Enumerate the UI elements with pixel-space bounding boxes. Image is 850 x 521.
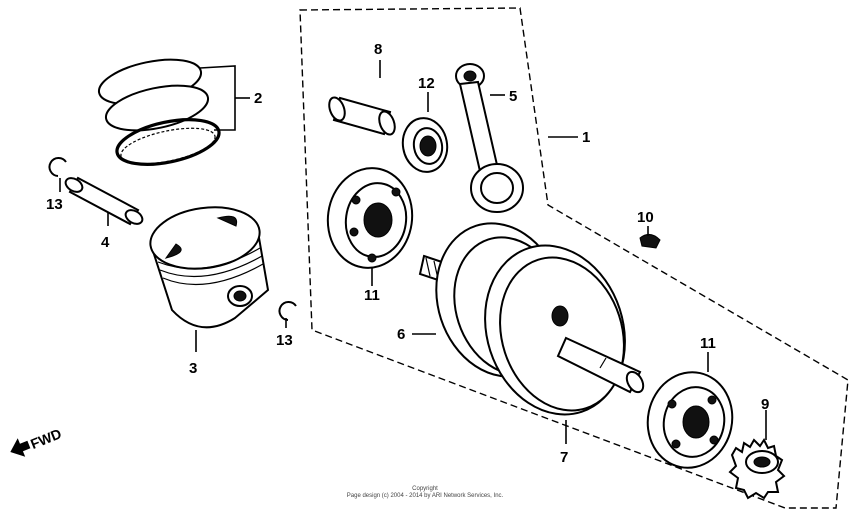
- callout-8: 8: [374, 41, 382, 58]
- forward-direction-indicator: FWD: [10, 425, 64, 457]
- callout-11-right: 11: [700, 335, 716, 352]
- callout-4: 4: [101, 234, 110, 251]
- leader-lines: [59, 60, 767, 444]
- needle-bearing: [401, 117, 449, 173]
- copyright-line-2: Page design (c) 2004 - 2014 by ARI Netwo…: [346, 493, 504, 499]
- ball-bearing-right: [646, 371, 734, 469]
- connecting-rod: [455, 63, 524, 213]
- forward-arrow-icon: [10, 438, 31, 457]
- piston-rings: [97, 58, 221, 166]
- crankshaft: [418, 222, 645, 416]
- ball-bearing-left: [326, 167, 414, 269]
- callout-13-left: 13: [46, 196, 63, 213]
- assembly-boundary: [299, 7, 849, 509]
- callout-3: 3: [189, 360, 197, 377]
- callout-13-right: 13: [276, 332, 293, 349]
- callout-12: 12: [418, 75, 435, 92]
- callout-5: 5: [509, 88, 517, 105]
- callout-11-left: 11: [364, 287, 380, 304]
- callout-7: 7: [560, 449, 568, 466]
- callout-1: 1: [582, 129, 590, 146]
- piston-pin: [64, 176, 144, 226]
- forward-label: FWD: [28, 425, 64, 452]
- piston-pin-clip-right: [278, 301, 297, 321]
- copyright-line-1: Copyright: [412, 486, 438, 492]
- callout-9: 9: [761, 396, 769, 413]
- piston-pin-clip-left: [48, 157, 67, 177]
- crank-pin: [328, 96, 396, 136]
- callout-10: 10: [637, 209, 654, 226]
- timing-sprocket: [728, 438, 786, 500]
- copyright-notice: Copyright Page design (c) 2004 - 2014 by…: [0, 486, 850, 500]
- callout-2: 2: [254, 90, 262, 107]
- callout-6: 6: [397, 326, 405, 343]
- woodruff-key: [639, 234, 661, 249]
- piston: [149, 206, 270, 329]
